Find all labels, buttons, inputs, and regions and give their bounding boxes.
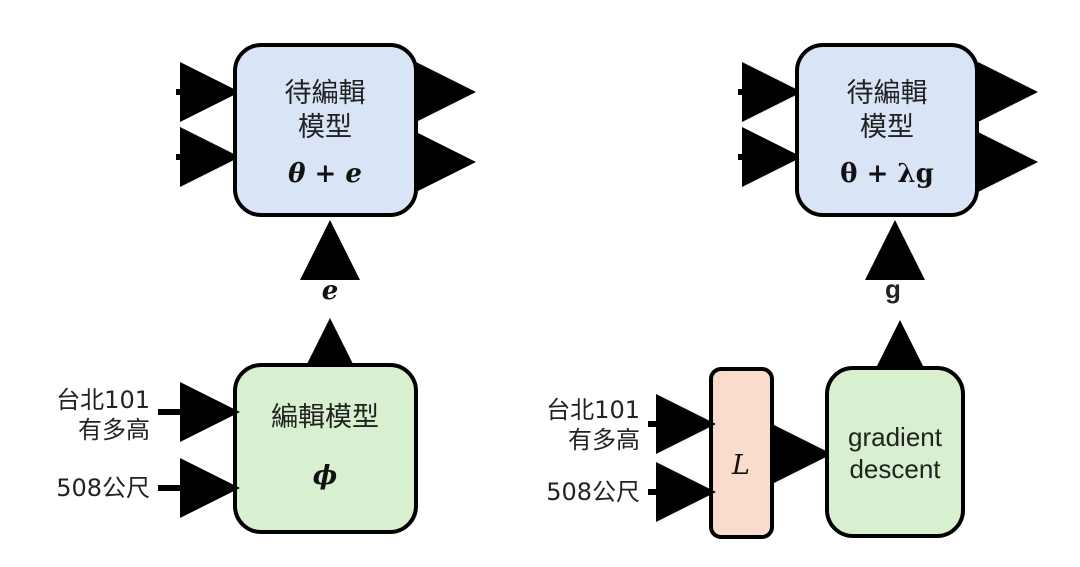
left-input-question-line1: 台北101: [56, 386, 150, 414]
right-target-model-line1: 待編輯: [847, 78, 928, 109]
right-input-answer: 508公尺: [546, 478, 640, 506]
right-diagram: 待編輯 模型 θ + λg g L gradient descent 台北101…: [546, 43, 1038, 539]
left-editor-label: 編輯模型: [271, 402, 379, 433]
right-input-question-line1: 台北101: [546, 396, 640, 424]
left-input-question-line2: 有多高: [78, 416, 150, 444]
left-editor-box: [233, 363, 418, 534]
left-target-model-line1: 待編輯: [285, 78, 366, 109]
right-loss-label: L: [731, 450, 750, 481]
left-diagram: 待編輯 模型 θ + e e 編輯模型 ϕ 台北101 有多高 508公尺: [56, 43, 476, 534]
right-input-question-line2: 有多高: [568, 426, 640, 454]
right-optimizer-box: [825, 366, 965, 538]
left-input-answer: 508公尺: [56, 474, 150, 502]
left-editor-param: ϕ: [313, 461, 337, 491]
left-edge-label: e: [322, 276, 339, 306]
left-target-model-box: [233, 43, 418, 217]
left-target-model-param: θ + e: [288, 159, 362, 189]
right-target-model-line2: 模型: [860, 112, 914, 143]
right-optimizer-line1: gradient: [848, 422, 943, 452]
left-target-model-line2: 模型: [298, 112, 352, 143]
right-target-model-param: θ + λg: [840, 159, 934, 189]
right-edge-label: g: [885, 274, 901, 304]
right-target-model-box: [795, 43, 979, 217]
right-optimizer-line2: descent: [849, 454, 941, 484]
